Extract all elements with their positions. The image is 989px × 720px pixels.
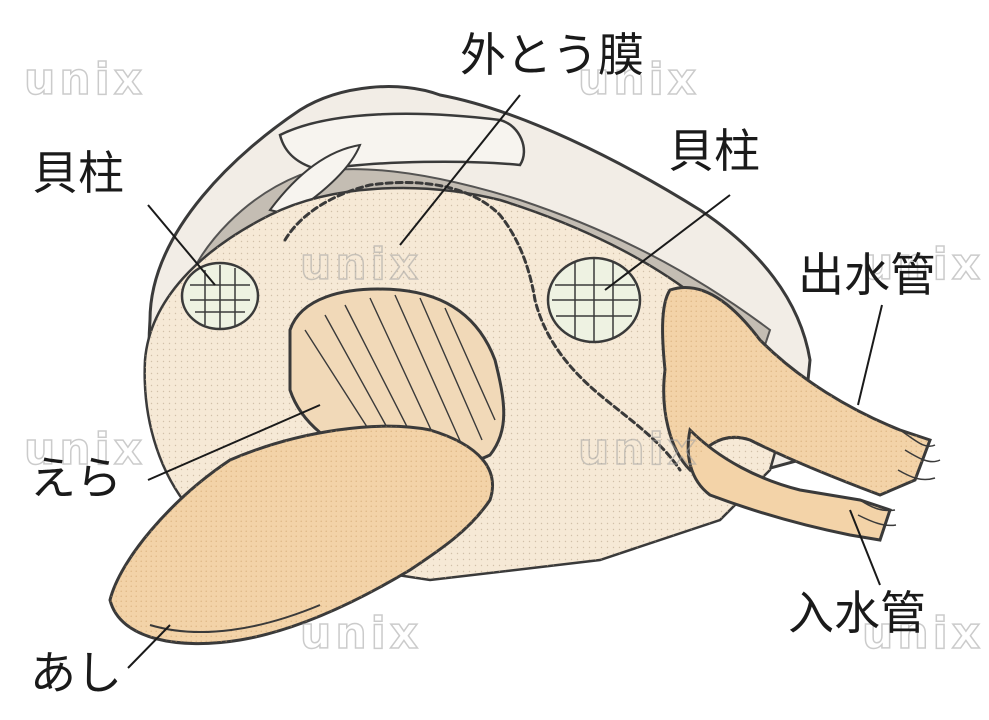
adductor-right-shape <box>546 256 642 344</box>
watermark-1: unix <box>23 54 147 105</box>
hinge-ligament <box>278 112 526 172</box>
leader-incurrent <box>849 509 881 586</box>
watermark-2: unix <box>577 54 701 105</box>
watermark-6: unix <box>577 424 701 475</box>
watermark-5: unix <box>23 424 147 475</box>
watermark-8: unix <box>861 608 985 659</box>
label-mantle: 外とう膜 <box>460 28 644 82</box>
mantle-scalloped-edge <box>283 181 682 472</box>
leader-mantle <box>399 94 521 246</box>
label-excurrent-siphon: 出水管 <box>798 248 936 302</box>
watermark-7: unix <box>299 608 423 659</box>
watermark-4: unix <box>861 239 985 290</box>
leader-foot <box>127 624 171 669</box>
foot-shape <box>108 424 494 646</box>
label-gills: えら <box>30 451 122 505</box>
label-incurrent-siphon: 入水管 <box>788 586 926 640</box>
leader-lines <box>127 94 883 669</box>
label-foot: あし <box>30 646 122 700</box>
leader-gills <box>147 404 321 481</box>
watermark-3: unix <box>299 239 423 290</box>
leader-adductor-left <box>147 204 216 286</box>
leader-adductor-right <box>604 194 731 291</box>
siphons-shape <box>661 285 941 542</box>
label-adductor-right: 貝柱 <box>668 124 760 178</box>
adductor-left-shape <box>180 261 260 331</box>
leader-excurrent <box>857 304 883 406</box>
label-adductor-left: 貝柱 <box>32 146 124 200</box>
